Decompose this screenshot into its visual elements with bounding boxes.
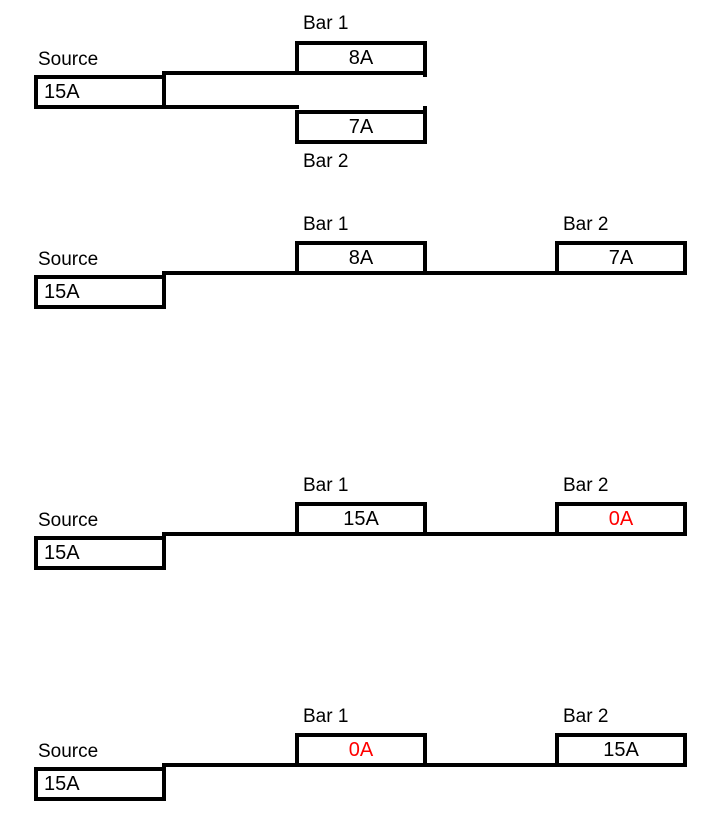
source-caption: Source xyxy=(38,49,99,70)
bar2-caption: Bar 2 xyxy=(303,151,349,172)
source-box: 15A xyxy=(34,767,166,801)
bar1-caption: Bar 1 xyxy=(303,214,349,235)
bar2-right-stub xyxy=(423,106,427,112)
bar2-value: 15A xyxy=(603,739,639,761)
diagram-parallel-split: Bar 1 8A Source 15A 7A Bar 2 xyxy=(0,0,712,200)
source-box: 15A xyxy=(34,275,166,309)
diagram-series-15-0: Bar 1 Bar 2 15A 0A Source 15A xyxy=(0,461,712,631)
bar1-value: 8A xyxy=(348,47,374,69)
bar1-caption: Bar 1 xyxy=(303,13,349,34)
bar2-box: 15A xyxy=(555,733,687,767)
diagram-series-0-15: Bar 1 Bar 2 0A 15A Source 15A xyxy=(0,692,712,824)
bar2-box: 7A xyxy=(295,110,427,144)
bar1-box: 8A xyxy=(295,41,427,75)
bar1-box: 8A xyxy=(295,241,427,275)
bus-line xyxy=(162,532,687,536)
source-caption: Source xyxy=(38,741,99,762)
bar2-box: 0A xyxy=(555,502,687,536)
source-value: 15A xyxy=(44,542,80,564)
bar1-caption: Bar 1 xyxy=(303,475,349,496)
bar2-caption: Bar 2 xyxy=(563,214,609,235)
source-value: 15A xyxy=(44,281,80,303)
diagram-series-8-7: Bar 1 Bar 2 8A 7A Source 15A xyxy=(0,200,712,370)
bar2-caption: Bar 2 xyxy=(563,475,609,496)
bar1-box: 15A xyxy=(295,502,427,536)
source-caption: Source xyxy=(38,249,99,270)
source-value: 15A xyxy=(44,81,80,103)
source-box: 15A xyxy=(34,536,166,570)
bar2-value: 0A xyxy=(608,508,634,530)
source-box: 15A xyxy=(34,75,166,109)
bar1-caption: Bar 1 xyxy=(303,706,349,727)
source-caption: Source xyxy=(38,510,99,531)
bar1-value: 15A xyxy=(343,508,379,530)
bar2-value: 7A xyxy=(348,116,374,138)
bar1-right-stub xyxy=(423,71,427,77)
top-branch-line xyxy=(162,71,299,75)
bar2-caption: Bar 2 xyxy=(563,706,609,727)
bar1-box: 0A xyxy=(295,733,427,767)
bus-line xyxy=(162,271,687,275)
source-value: 15A xyxy=(44,773,80,795)
bottom-branch-line xyxy=(162,105,299,109)
bar1-value: 0A xyxy=(348,739,374,761)
bus-line xyxy=(162,763,687,767)
bar1-value: 8A xyxy=(348,247,374,269)
bar2-box: 7A xyxy=(555,241,687,275)
bar2-value: 7A xyxy=(608,247,634,269)
